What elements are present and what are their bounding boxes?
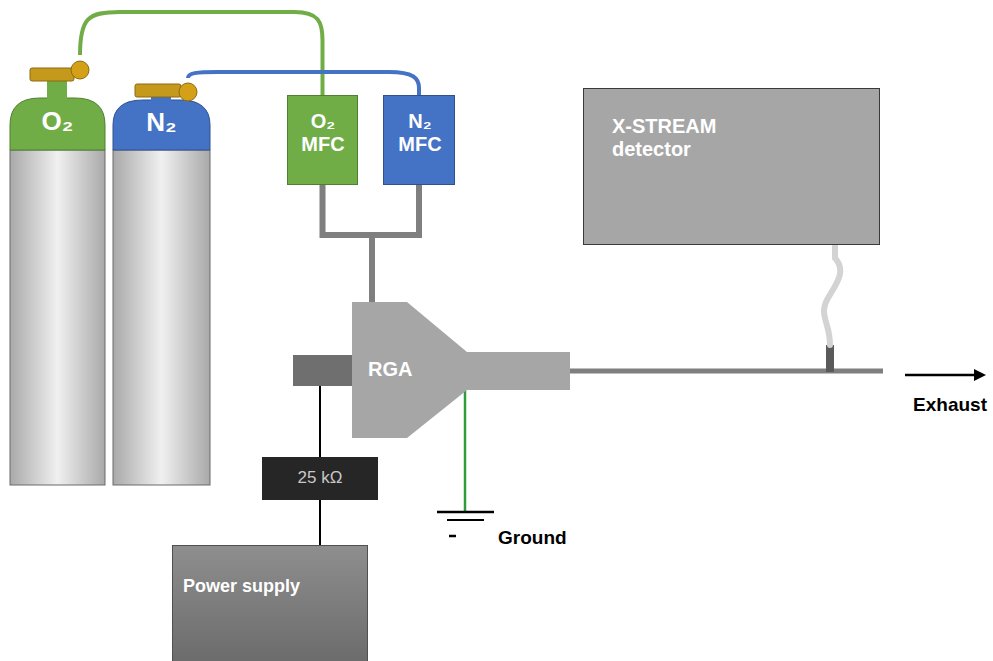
connector [570,245,840,372]
connector-segment [188,72,419,95]
connector-segment [372,185,419,302]
rga-chamber-shape [293,302,570,438]
exhaust-label: Exhaust [913,394,987,416]
detector-label: X-STREAM detector [612,115,772,161]
connector [323,185,373,302]
cylinder-label: N₂ [113,108,210,138]
mfc-label: O₂ MFC [296,110,350,156]
connector [320,500,321,545]
exhaust-arrow [905,369,986,381]
resistor-symbol: 25 kΩ [262,457,378,500]
connector-segment [826,345,834,372]
nitrogen-cylinder: N₂ [113,78,210,485]
connector-segment [570,369,830,374]
connector [372,185,419,302]
resistor-value: 25 kΩ [262,468,378,488]
mass-flow-controller: N₂ MFC [383,95,455,185]
mfc-label: N₂ MFC [393,110,447,156]
connector-segment [323,185,373,302]
power-supply-label: Power supply [183,576,363,597]
exhaust-pipe [830,369,883,374]
ground-symbol [437,390,494,536]
connector [80,12,323,95]
connector-segment [319,386,321,457]
nitrogen-cylinder-shape [113,78,210,485]
mass-flow-controller: O₂ MFC [287,95,358,185]
connector-segment [80,12,323,95]
oxygen-cylinder: O₂ [10,55,105,485]
rga-label: RGA [368,358,438,381]
connector-segment [319,500,321,545]
connector-segment [824,245,840,345]
detector-box: X-STREAM detector [583,88,880,245]
connector [320,386,321,457]
power-supply-box: Power supply [172,545,368,661]
cylinder-label: O₂ [10,107,105,137]
ground-label: Ground [498,527,567,549]
connector [188,72,419,95]
rga-chamber: RGA [293,302,570,438]
